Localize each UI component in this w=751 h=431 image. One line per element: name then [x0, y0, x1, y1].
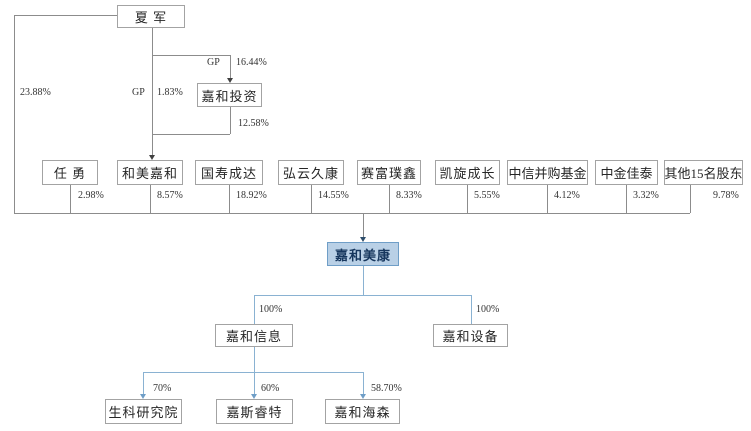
node-company: 嘉和美康: [327, 242, 399, 266]
pct-shareholder-4: 14.55%: [318, 190, 349, 201]
arrow-into-jiahetouzi-icon: [227, 78, 233, 83]
connector-investment-left: [152, 134, 230, 135]
connector-founder-left: [14, 15, 117, 16]
node-shareholder-9: 其他15名股东: [664, 160, 743, 185]
connector-gp-drop: [230, 55, 231, 78]
pct-subsub-2: 60%: [261, 383, 280, 394]
node-shareholder-1: 任 勇: [42, 160, 98, 185]
connector-subsub3-drop: [363, 372, 364, 394]
connector-bus: [14, 213, 690, 214]
node-shareholder-5: 赛富璞鑫: [357, 160, 421, 185]
node-shareholder-8: 中金佳泰: [595, 160, 658, 185]
pct-shareholder-8: 3.32%: [633, 190, 659, 201]
pct-subsidiary-1: 100%: [259, 304, 283, 315]
connector-subsub-horizontal: [143, 372, 363, 373]
pct-subsidiary-2: 100%: [476, 304, 500, 315]
node-shareholder-7: 中信并购基金: [507, 160, 588, 185]
connector-gp-branch: [152, 55, 230, 56]
connector-founder-down-center: [152, 28, 153, 155]
node-subsub-3: 嘉和海森: [325, 399, 400, 424]
pct-subsub-1: 70%: [153, 383, 172, 394]
node-jiahetouzi: 嘉和投资: [197, 83, 262, 107]
connector-sub1-drop: [254, 295, 255, 324]
connector-drop-3: [229, 185, 230, 213]
node-founder: 夏 军: [117, 5, 185, 28]
connector-drop-4: [311, 185, 312, 213]
arrow-into-jiahehaisen-icon: [360, 394, 366, 399]
pct-shareholder-1: 2.98%: [78, 190, 104, 201]
connector-sub-horizontal: [254, 295, 471, 296]
connector-subsub1-drop: [143, 372, 144, 394]
pct-shareholder-2: 8.57%: [157, 190, 183, 201]
connector-drop-2: [150, 185, 151, 213]
pct-shareholder-5: 8.33%: [396, 190, 422, 201]
connector-drop-1: [70, 185, 71, 213]
gp-upper-label: GP: [207, 57, 220, 68]
pct-subsub-3: 58.70%: [371, 383, 402, 394]
connector-drop-6: [467, 185, 468, 213]
arrow-into-hemeijiahe-icon: [149, 155, 155, 160]
arrow-into-jiasiruite-icon: [251, 394, 257, 399]
node-shareholder-4: 弘云久康: [278, 160, 344, 185]
node-subsidiary-1: 嘉和信息: [215, 324, 293, 347]
pct-shareholder-3: 18.92%: [236, 190, 267, 201]
node-shareholder-3: 国寿成达: [195, 160, 263, 185]
node-subsub-2: 嘉斯睿特: [216, 399, 293, 424]
connector-drop-5: [389, 185, 390, 213]
pct-shareholder-9: 9.78%: [713, 190, 739, 201]
pct-shareholder-7: 4.12%: [554, 190, 580, 201]
arrow-into-company-icon: [360, 237, 366, 242]
node-shareholder-6: 凯旋成长: [435, 160, 500, 185]
pct-shareholder-6: 5.55%: [474, 190, 500, 201]
connector-info-down: [254, 347, 255, 372]
gp-lower-label: GP: [132, 87, 145, 98]
pct-investment-to-hemei: 12.58%: [238, 118, 269, 129]
connector-drop-7: [547, 185, 548, 213]
connector-bus-to-company: [363, 213, 364, 237]
connector-sub2-drop: [471, 295, 472, 324]
connector-founder-down-left: [14, 15, 15, 213]
node-shareholder-2: 和美嘉和: [117, 160, 183, 185]
arrow-into-shengke-icon: [140, 394, 146, 399]
connector-drop-9: [690, 185, 691, 213]
node-subsub-1: 生科研究院: [105, 399, 182, 424]
connector-drop-8: [626, 185, 627, 213]
pct-gp-lower: 1.83%: [157, 87, 183, 98]
connector-investment-down: [230, 107, 231, 134]
connector-subsub2-drop: [254, 372, 255, 394]
node-subsidiary-2: 嘉和设备: [433, 324, 508, 347]
pct-gp-upper: 16.44%: [236, 57, 267, 68]
pct-founder-direct: 23.88%: [20, 87, 51, 98]
connector-company-down: [363, 266, 364, 295]
